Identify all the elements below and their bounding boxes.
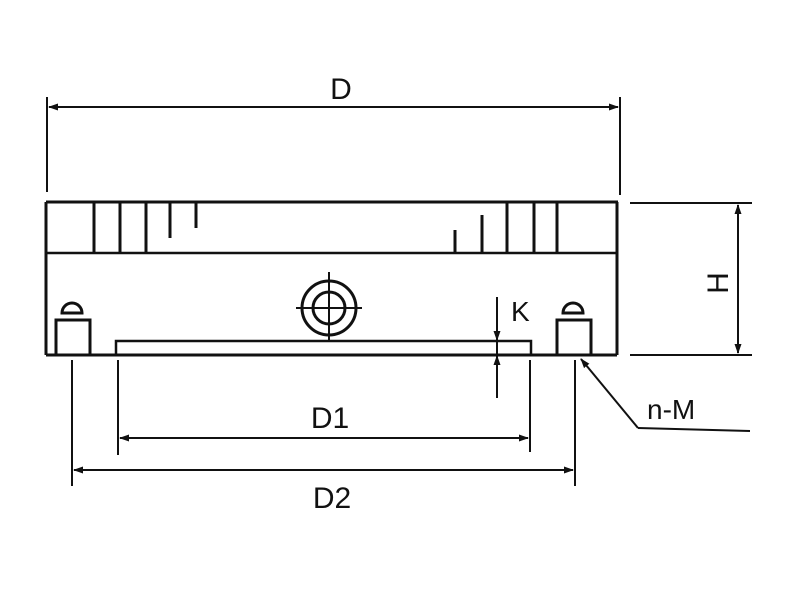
dimension-d <box>46 97 621 195</box>
label-d2: D2 <box>313 482 351 515</box>
bottom-recess <box>114 339 533 355</box>
dimension-h <box>630 202 752 356</box>
dimension-d2 <box>71 360 576 486</box>
bolt-head <box>561 301 585 315</box>
label-d1: D1 <box>311 402 349 435</box>
label-h: H <box>702 272 735 294</box>
bolt-head <box>60 301 84 315</box>
label-d: D <box>330 73 352 106</box>
leader-n-m <box>580 358 751 432</box>
n-m-leader-diagonal <box>580 358 639 429</box>
bolt-body <box>555 318 593 357</box>
dimension-d1 <box>117 360 531 455</box>
center-mark <box>296 272 362 340</box>
chuck-body <box>44 200 619 357</box>
label-n-m: n-M <box>647 394 695 425</box>
mounting-bolt-right <box>555 301 593 357</box>
label-k: K <box>511 296 530 327</box>
bolt-body <box>54 318 92 357</box>
n-m-leader-horizontal <box>637 427 751 432</box>
mounting-bolt-left <box>54 301 92 357</box>
